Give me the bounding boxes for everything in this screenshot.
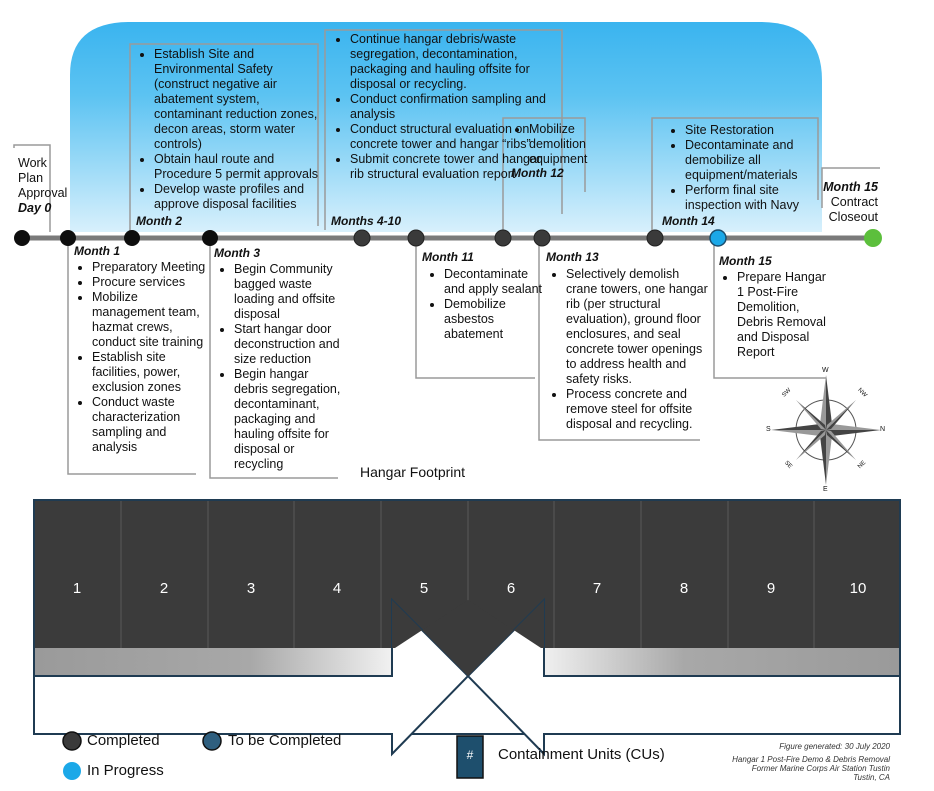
month-label: Month 2 [136,214,182,228]
legend-to-be-completed: To be Completed [228,732,342,749]
callout-lines [13,29,880,479]
cu-number: 7 [592,580,602,597]
footer-line1: Hangar 1 Post-Fire Demo & Debris Removal [732,755,890,764]
legend-cu-symbol: # [466,748,474,762]
month2-notes: Establish Site and Environmental Safety … [134,47,324,212]
milestone-dot-month12 [494,229,512,247]
hangar-footprint [33,499,901,757]
compass-n: N [880,426,886,433]
month-label: Month 1 [74,244,120,258]
compass-rose-icon [771,375,881,485]
milestone-dot-month3 [202,230,218,246]
month15-notes: Prepare Hangar 1 Post-Fire Demolition, D… [717,270,829,360]
milestone-dot-month2 [124,230,140,246]
milestone-dot-month14 [646,229,664,247]
compass-w: W [822,367,829,374]
footprint-title: Hangar Footprint [360,464,466,480]
figure-generated: Figure generated: 30 July 2020 [779,742,890,751]
compass-s: S [766,426,771,433]
month13-notes: Selectively demolish crane towers, one h… [546,267,711,432]
month-label: Month 11 [422,250,474,264]
cu-number: 4 [332,580,342,597]
month1-notes: Preparatory Meeting Procure services Mob… [72,260,212,455]
end-month: Month 15 [823,180,878,194]
footer-line3: Tustin, CA [853,773,890,782]
milestone-dot-month1 [60,230,76,246]
legend-cu-label: Containment Units (CUs) [498,746,665,763]
cu-number: 3 [246,580,256,597]
month-label: Month 14 [662,214,715,228]
legend-completed: Completed [87,732,160,749]
milestone-dot-month15 [709,229,727,247]
cu-number: 8 [679,580,689,597]
month-label: Month 12 [511,166,564,180]
month-label: Month 13 [546,250,599,264]
milestone-dot-month13 [533,229,551,247]
month3-notes: Begin Community bagged waste loading and… [214,262,344,472]
cu-number: 2 [159,580,169,597]
month-label: Month 15 [719,254,772,268]
month12-notes: Mobilize demolition equipment [509,122,589,167]
cu-number: 9 [766,580,776,597]
milestone-dot-month11 [407,229,425,247]
compass-e: E [823,486,828,493]
start-label: Work Plan Approval Day 0 [18,156,68,215]
legend-completed-dot [62,731,82,751]
legend-in-progress-dot [63,762,81,780]
cu-number: 10 [849,580,867,597]
month-label: Month 3 [214,246,260,260]
cu-number: 5 [419,580,429,597]
legend-to-be-completed-dot [202,731,222,751]
sky-background [70,22,822,232]
milestone-dot-closeout [864,229,882,247]
start-month: Day 0 [18,201,52,215]
end-label: Month 15 Contract Closeout [820,180,878,225]
month11-notes: Decontaminate and apply sealant Demobili… [424,267,542,342]
legend-in-progress: In Progress [87,762,164,779]
milestone-dot-months4-10 [353,229,371,247]
legend-cu-swatch [456,735,484,779]
month14-notes: Site Restoration Decontaminate and demob… [665,123,825,213]
cu-number: 6 [506,580,516,597]
months4-10-notes: Continue hangar debris/waste segregation… [330,32,555,182]
cu-number: 1 [72,580,82,597]
footer-line2: Former Marine Corps Air Station Tustin [751,764,890,773]
milestone-dot-day0 [14,230,30,246]
month-label: Months 4-10 [331,214,402,228]
